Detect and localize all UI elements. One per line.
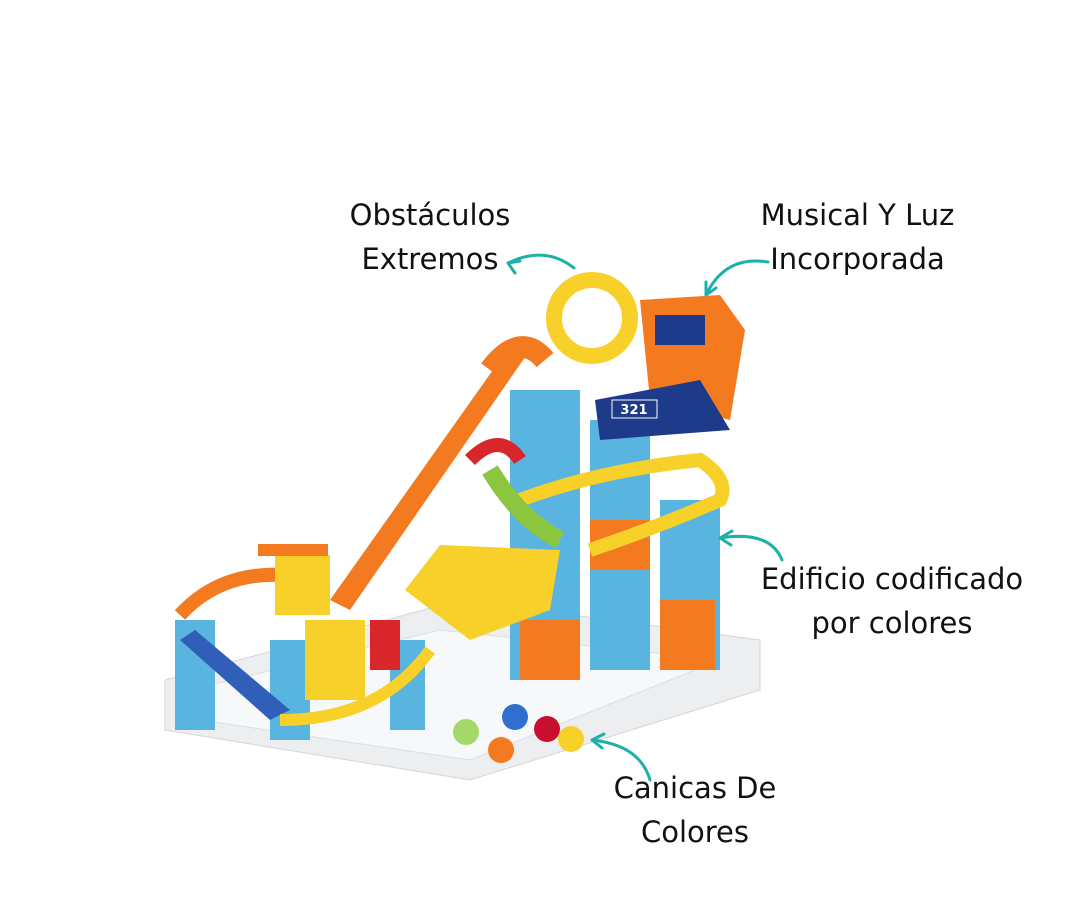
display-text: 321 xyxy=(620,403,647,418)
callout-music-light-line1: Musical Y Luz xyxy=(760,198,955,232)
marbles xyxy=(453,704,584,763)
tracks xyxy=(258,438,730,726)
callout-arrows xyxy=(506,253,784,782)
callout-marbles-line1: Canicas De xyxy=(613,771,777,805)
callout-music-light-line2: Incorporada xyxy=(770,242,945,276)
callout-building-line2: por colores xyxy=(811,606,973,640)
yellow-loop xyxy=(546,272,638,364)
callout-obstacles: Obstáculos Extremos xyxy=(335,193,525,281)
arrow-obstacles xyxy=(506,253,576,275)
callout-obstacles-line1: Obstáculos xyxy=(349,198,511,232)
callout-marbles-line2: Colores xyxy=(640,815,750,849)
music-light-module: 321 xyxy=(595,295,745,440)
callout-marbles: Canicas De Colores xyxy=(600,766,790,854)
arrow-music-light xyxy=(704,259,770,297)
callout-obstacles-line2: Extremos xyxy=(361,242,499,276)
callout-building-line1: Edificio codificado xyxy=(760,562,1024,596)
callout-music-light: Musical Y Luz Incorporada xyxy=(745,193,970,281)
arrow-building xyxy=(718,529,784,562)
callout-building: Edificio codificado por colores xyxy=(752,557,1032,645)
arrow-marbles xyxy=(590,732,652,782)
